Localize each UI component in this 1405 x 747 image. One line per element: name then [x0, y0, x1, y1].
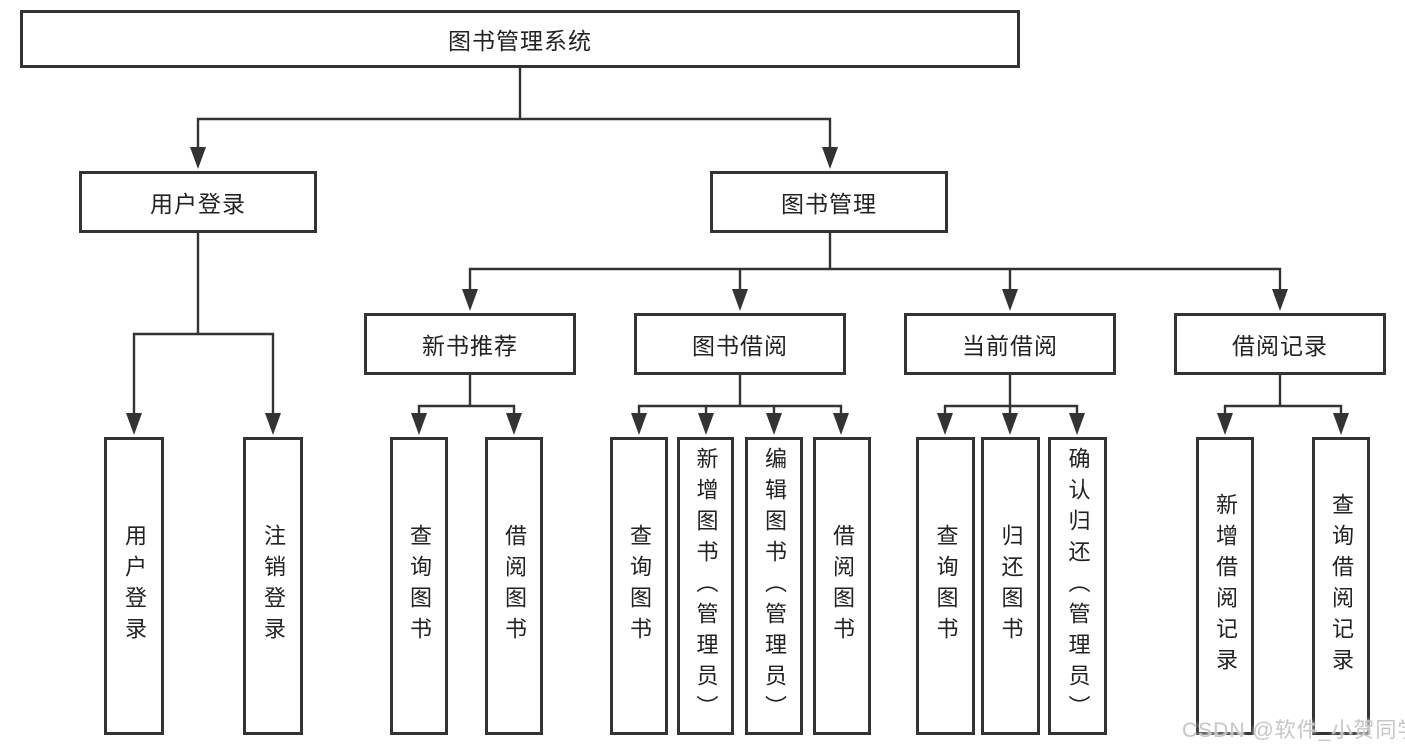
arrow-down-icon — [1333, 413, 1349, 435]
leaf-logout-label: 注销登录 — [261, 524, 286, 648]
arrow-down-icon — [631, 413, 647, 435]
arrow-down-icon — [766, 413, 782, 435]
leaf-borrow-books-label: 借阅图书 — [830, 524, 855, 648]
arrow-down-icon — [1217, 413, 1233, 435]
node-borrow-records-label: 借阅记录 — [1232, 333, 1328, 359]
leaf-edit-books-admin-label: 编辑图书（管理员） — [762, 446, 787, 726]
leaf-borrow-query-books-label: 查询图书 — [627, 524, 652, 648]
leaf-current-query-books-label: 查询图书 — [933, 524, 959, 648]
leaf-recommend-query-books-label: 查询图书 — [407, 524, 432, 648]
leaf-return-books-label: 归还图书 — [998, 524, 1024, 648]
arrow-down-icon — [833, 413, 849, 435]
leaf-query-borrow-record-label: 查询借阅记录 — [1329, 493, 1354, 679]
arrow-down-icon — [126, 413, 142, 435]
leaf-confirm-return-admin-label: 确认归还（管理员） — [1065, 446, 1091, 726]
leaf-user-login: 用户登录 — [104, 437, 164, 735]
arrow-down-icon — [190, 147, 206, 169]
arrow-down-icon — [732, 289, 748, 311]
node-root-system-label: 图书管理系统 — [448, 28, 592, 54]
arrow-down-icon — [265, 413, 281, 435]
arrow-down-icon — [822, 147, 838, 169]
node-new-book-recommend: 新书推荐 — [364, 313, 576, 375]
arrow-down-icon — [1002, 289, 1018, 311]
leaf-borrow-query-books: 查询图书 — [610, 437, 668, 735]
node-current-borrow-label: 当前借阅 — [962, 333, 1058, 359]
watermark: CSDN @软件_小贺同学 — [1182, 719, 1405, 742]
node-new-book-recommend-label: 新书推荐 — [422, 333, 518, 359]
leaf-add-books-admin-label: 新增图书（管理员） — [693, 446, 719, 726]
leaf-add-books-admin: 新增图书（管理员） — [677, 437, 734, 735]
node-borrow-records: 借阅记录 — [1174, 313, 1386, 375]
leaf-recommend-borrow-books: 借阅图书 — [485, 437, 543, 735]
node-root-system: 图书管理系统 — [20, 10, 1020, 68]
node-current-borrow: 当前借阅 — [904, 313, 1116, 375]
leaf-current-query-books: 查询图书 — [916, 437, 975, 735]
node-book-borrow: 图书借阅 — [634, 313, 846, 375]
leaf-query-borrow-record: 查询借阅记录 — [1312, 437, 1370, 735]
arrowheads — [126, 147, 1349, 435]
node-book-management-label: 图书管理 — [781, 191, 877, 217]
leaf-recommend-query-books: 查询图书 — [390, 437, 448, 735]
arrow-down-icon — [462, 289, 478, 311]
arrow-down-icon — [1002, 413, 1018, 435]
leaf-add-borrow-record: 新增借阅记录 — [1196, 437, 1254, 735]
node-user-login-label: 用户登录 — [150, 191, 246, 217]
leaf-confirm-return-admin: 确认归还（管理员） — [1048, 437, 1107, 735]
node-book-borrow-label: 图书借阅 — [692, 333, 788, 359]
arrow-down-icon — [698, 413, 714, 435]
leaf-edit-books-admin: 编辑图书（管理员） — [745, 437, 803, 735]
node-book-management: 图书管理 — [710, 171, 948, 233]
arrow-down-icon — [1069, 413, 1085, 435]
leaf-return-books: 归还图书 — [981, 437, 1040, 735]
arrow-down-icon — [411, 413, 427, 435]
arrow-down-icon — [506, 413, 522, 435]
leaf-user-login-label: 用户登录 — [122, 524, 147, 648]
arrow-down-icon — [937, 413, 953, 435]
leaf-borrow-books: 借阅图书 — [813, 437, 871, 735]
arrow-down-icon — [1272, 289, 1288, 311]
node-user-login: 用户登录 — [79, 171, 317, 233]
leaf-logout: 注销登录 — [243, 437, 303, 735]
leaf-recommend-borrow-books-label: 借阅图书 — [502, 524, 527, 648]
leaf-add-borrow-record-label: 新增借阅记录 — [1213, 493, 1238, 679]
